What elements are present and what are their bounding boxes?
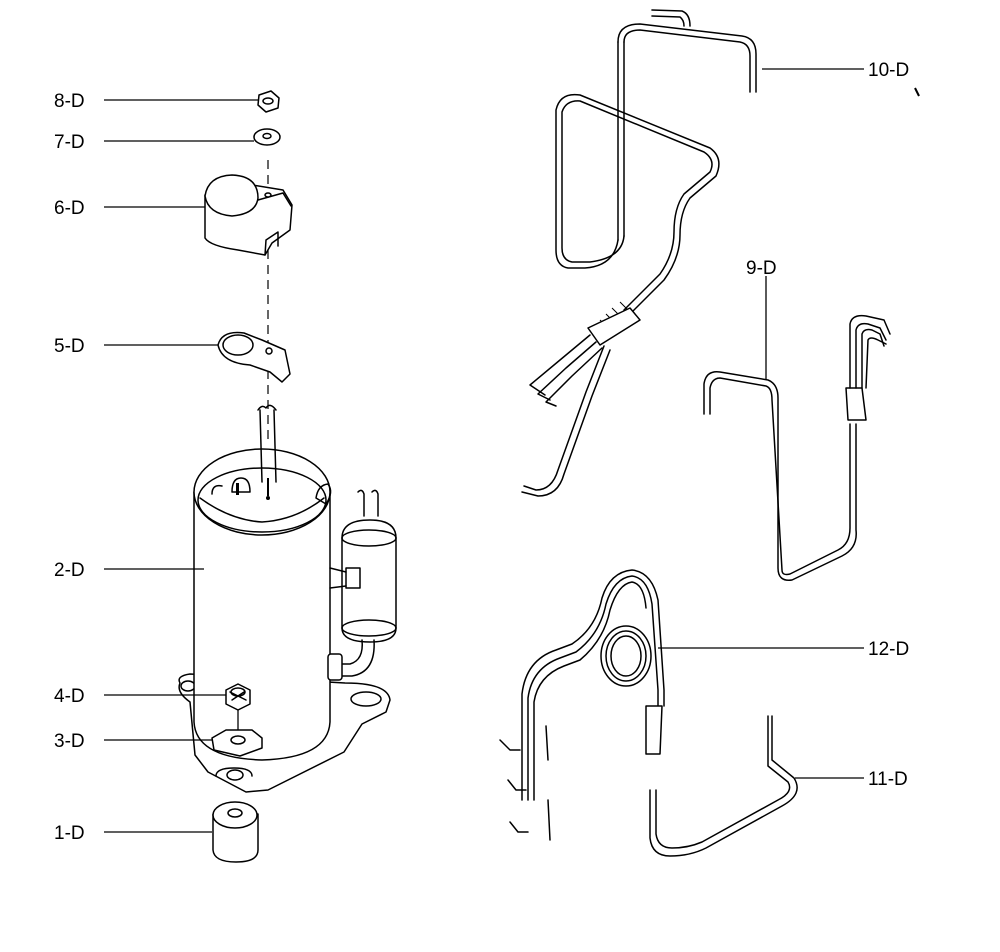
- label-11-d: 11-D: [868, 769, 908, 790]
- label-2-d: 2-D: [54, 560, 85, 581]
- label-5-d: 5-D: [54, 336, 85, 357]
- label-6-d: 6-D: [54, 198, 85, 219]
- part-3-d-washer-bracket: [211, 729, 263, 781]
- part-4-d-nut: [225, 683, 251, 730]
- part-10-d-discharge-pipe: [521, 9, 757, 497]
- label-12-d: 12-D: [868, 639, 909, 660]
- part-5-d-gasket: [217, 331, 291, 383]
- part-7-d-washer: [253, 128, 281, 146]
- part-6-d-terminal-cover: [204, 174, 293, 256]
- label-9-d: 9-D: [746, 258, 777, 279]
- label-1-d: 1-D: [54, 823, 85, 844]
- part-2-d-compressor: [178, 404, 397, 793]
- part-9-d-suction-pipe: [703, 314, 891, 581]
- part-12-d-capillary-tube: [499, 569, 665, 841]
- part-8-d-nut: [257, 90, 280, 113]
- label-7-d: 7-D: [54, 132, 85, 153]
- label-4-d: 4-D: [54, 686, 85, 707]
- label-3-d: 3-D: [54, 731, 85, 752]
- leader-lines: [104, 68, 864, 833]
- label-8-d: 8-D: [54, 91, 85, 112]
- stray-mark: [914, 87, 920, 97]
- part-11-d-tube: [649, 715, 798, 857]
- label-10-d: 10-D: [868, 60, 909, 81]
- part-1-d-grommet: [212, 801, 259, 863]
